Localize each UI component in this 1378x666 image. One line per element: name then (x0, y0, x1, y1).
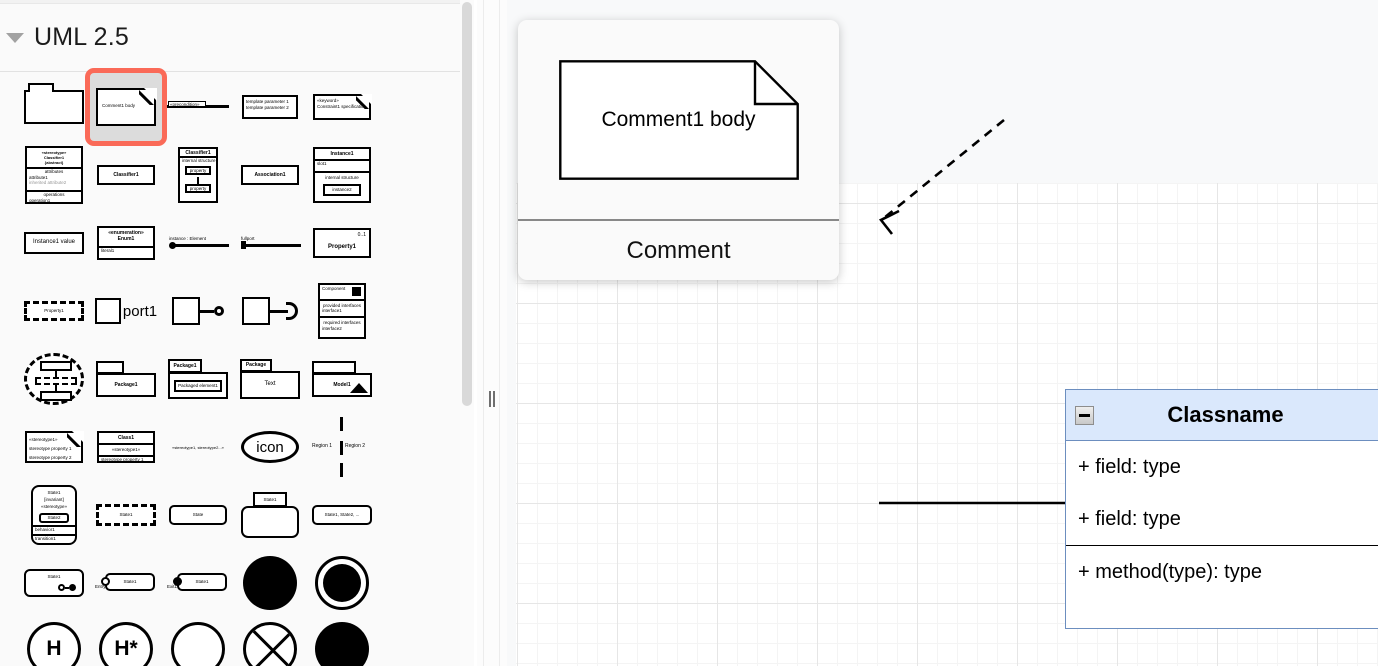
panel-splitter[interactable] (477, 0, 507, 666)
palette-row: Instance1 value «enumeration»Enum1 liter… (0, 209, 460, 277)
palette-item-final-node[interactable] (306, 549, 378, 617)
palette-row: State1[invariant]«stereotype» State2 beh… (0, 481, 460, 549)
splitter-right-edge (499, 0, 500, 666)
palette-item-provided-interface[interactable] (162, 277, 234, 345)
tooltip-shape-text: Comment1 body (601, 107, 756, 131)
chevron-down-icon[interactable] (6, 32, 24, 43)
palette-item-classifier-attributes-operations[interactable]: «stereotype»Classifier1{abstract} attrib… (18, 141, 90, 209)
class-field-row[interactable]: + field: type (1078, 507, 1181, 530)
palette-item-constraint-note[interactable]: «keyword»Constraint1 specification (306, 73, 378, 141)
palette-item-comment[interactable]: Comment1 body (85, 68, 167, 146)
palette-item-collaboration[interactable] (18, 345, 90, 413)
sidebar-scrollbar-thumb[interactable] (462, 2, 472, 406)
splitter-left-edge (483, 0, 484, 666)
class-title: Classname (1167, 402, 1284, 427)
palette-item-terminate-circle[interactable] (234, 617, 306, 666)
palette-item-choice-circle[interactable] (162, 617, 234, 666)
palette-item-state-simple[interactable]: State (162, 481, 234, 549)
palette-item-composition-end[interactable]: instance : Element (162, 209, 234, 277)
palette-item-class-stereotype[interactable]: Class1 «stereotype1» stereotype property… (90, 413, 162, 481)
palette-item-state-list[interactable]: State1, State2, ... (306, 481, 378, 549)
palette-item-history-deep[interactable]: H* (90, 617, 162, 666)
tooltip-comment-shape: Comment1 body (558, 59, 799, 180)
shape-preview-tooltip: Comment1 body Comment (518, 20, 839, 280)
palette-item-classifier-simple[interactable]: Classifier1 (90, 141, 162, 209)
palette-item-initial-node[interactable] (234, 549, 306, 617)
palette-item-property-multiplicity[interactable]: 0..1 Property1 (306, 209, 378, 277)
palette-item-property-dashed[interactable]: Property1 (18, 277, 90, 345)
palette-item-state-dashed[interactable]: State1 (90, 481, 162, 549)
palette-item-model[interactable]: Model1 (306, 345, 378, 413)
palette-row: State1 Entry1 (0, 549, 460, 617)
palette-row: «stereotype»Classifier1{abstract} attrib… (0, 141, 460, 209)
palette-item-package-merge[interactable] (18, 73, 90, 141)
splitter-grip-icon[interactable] (489, 391, 496, 407)
palette-row: Property1 port1 (0, 277, 460, 345)
palette-item-constraint-link[interactable]: «precondition» (162, 73, 234, 141)
palette-item-component[interactable]: Component provided interfaces interface1… (306, 277, 378, 345)
palette-top-divider (0, 0, 460, 4)
palette-item-enumeration[interactable]: «enumeration»Enum1 literal1 (90, 209, 162, 277)
tooltip-label: Comment (626, 236, 731, 264)
shape-palette-sidebar: UML 2.5 (0, 0, 460, 666)
palette-title: UML 2.5 (34, 23, 129, 51)
palette-item-package[interactable]: Package1 (90, 345, 162, 413)
palette-item-required-interface[interactable] (234, 277, 306, 345)
class-section-divider (1066, 545, 1378, 546)
uml-class-shape[interactable]: Classname + field: type + field: type + … (1065, 389, 1378, 629)
palette-item-port-connector[interactable]: fullport (234, 209, 306, 277)
class-header[interactable]: Classname (1066, 390, 1378, 441)
tooltip-divider (518, 219, 839, 221)
tooltip-preview-area: Comment1 body (518, 20, 839, 219)
palette-item-entry-filled[interactable] (306, 617, 378, 666)
palette-item-classifier-internal-structure[interactable]: Classifier1 internal structure property … (162, 141, 234, 209)
palette-item-icon-ellipse[interactable]: icon (234, 413, 306, 481)
palette-row: Comment1 body «precondition» (0, 68, 460, 146)
palette-item-exit-point[interactable]: Exit1 State1 (162, 549, 234, 617)
palette-item-state-with-tab[interactable]: State1 (234, 481, 306, 549)
palette-shape-grid: Comment1 body «precondition» (0, 68, 460, 666)
palette-item-history-shallow[interactable]: H (18, 617, 90, 666)
palette-item-regions[interactable]: Region 1 Region 2 (306, 413, 378, 481)
palette-row: H H* (0, 617, 460, 666)
palette-item-instance-value[interactable]: Instance1 value (18, 209, 90, 277)
palette-item-state-composite[interactable]: State1[invariant]«stereotype» State2 beh… (18, 481, 90, 549)
class-field-row[interactable]: + field: type (1078, 455, 1181, 478)
palette-item-package-text[interactable]: Package Text (234, 345, 306, 413)
palette-item-stereotype-link[interactable]: «stereotype1, stereotype2...» (172, 444, 224, 450)
palette-item-instance-internal-structure[interactable]: Instance1 slot1 internal structure insta… (306, 141, 378, 209)
palette-item-association[interactable]: Association1 (234, 141, 306, 209)
palette-item-package-with-element[interactable]: Package1 Packaged element1 (162, 345, 234, 413)
palette-item-entry-point[interactable]: Entry1 State1 (90, 549, 162, 617)
palette-section-header[interactable]: UML 2.5 (0, 4, 460, 72)
class-method-row[interactable]: + method(type): type (1078, 560, 1262, 583)
collapse-minus-icon[interactable] (1075, 406, 1094, 425)
palette-item-port[interactable]: port1 (90, 277, 162, 345)
palette-item-state-with-connection-points[interactable]: State1 (18, 549, 90, 617)
palette-row: Package1 Package1 Packa (0, 345, 460, 413)
